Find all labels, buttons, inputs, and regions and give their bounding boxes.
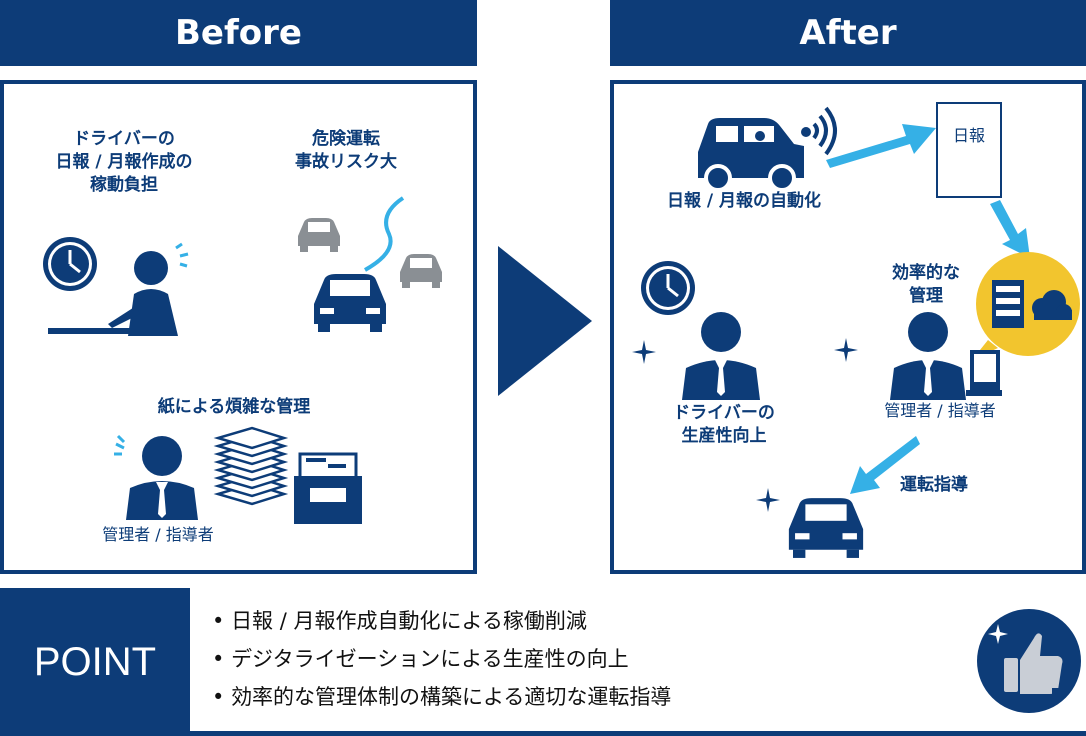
guided-car-icon	[788, 498, 864, 558]
driver-productivity-caption: ドライバーの 生産性向上	[673, 403, 775, 446]
manager-icon	[114, 434, 198, 520]
sparkle-icon	[632, 340, 656, 364]
before-panel: ドライバーの 日報 / 月報作成の 稼動負担 危険運転 事故リスク大	[0, 80, 477, 574]
efficient-management-caption: 効率的な 管理	[892, 263, 960, 306]
sparkle-icon-3	[756, 488, 780, 512]
daily-report-doc-label: 日報	[952, 126, 985, 145]
thumbs-up-icon	[977, 609, 1081, 713]
arrow-to-cloud-icon	[990, 200, 1030, 258]
point-item: 日報 / 月報作成自動化による稼働削減	[212, 602, 671, 640]
connected-car-icon	[698, 106, 837, 192]
point-label: POINT	[0, 588, 190, 736]
before-header: Before	[0, 0, 477, 66]
paper-stack-icon	[213, 426, 289, 506]
accident-risk-caption: 危険運転 事故リスク大	[295, 129, 397, 172]
point-section: POINT 日報 / 月報作成自動化による稼働削減 デジタライゼーションによる生…	[0, 588, 1086, 736]
cloud-server-icon	[972, 252, 1080, 360]
file-box-icon	[294, 452, 362, 524]
arrow-to-car-icon	[850, 436, 920, 494]
driver-writing-icon	[48, 242, 189, 336]
driver-icon	[682, 312, 760, 400]
sparkle-icon-2	[834, 338, 858, 362]
arrow-to-report-icon	[826, 124, 936, 168]
driver-burden-caption: ドライバーの 日報 / 月報作成の 稼動負担	[55, 129, 193, 195]
after-clock-icon	[641, 261, 695, 315]
manager-monitor-icon	[890, 312, 1002, 400]
after-panel: 日報 日報 / 月報の自動化 効率的な 管理	[610, 80, 1086, 574]
point-list: 日報 / 月報作成自動化による稼働削減 デジタライゼーションによる生産性の向上 …	[212, 602, 671, 716]
paper-management-caption: 紙による煩雑な管理	[157, 397, 311, 417]
clock-icon	[43, 237, 97, 291]
point-underline	[190, 731, 1086, 736]
gray-car-icon-2	[400, 254, 442, 288]
driving-guidance-caption: 運転指導	[900, 475, 968, 495]
auto-report-caption: 日報 / 月報の自動化	[666, 191, 822, 211]
after-manager-label: 管理者 / 指導者	[884, 401, 996, 420]
before-manager-label: 管理者 / 指導者	[102, 525, 214, 544]
play-arrow-icon	[498, 246, 592, 396]
daily-report-document: 日報	[936, 102, 1002, 198]
point-item: デジタライゼーションによる生産性の向上	[212, 640, 671, 678]
navy-car-icon	[314, 274, 386, 332]
after-header: After	[610, 0, 1086, 66]
gray-car-icon	[298, 218, 340, 252]
swerve-line-icon	[364, 196, 405, 272]
point-item: 効率的な管理体制の構築による適切な運転指導	[212, 678, 671, 716]
